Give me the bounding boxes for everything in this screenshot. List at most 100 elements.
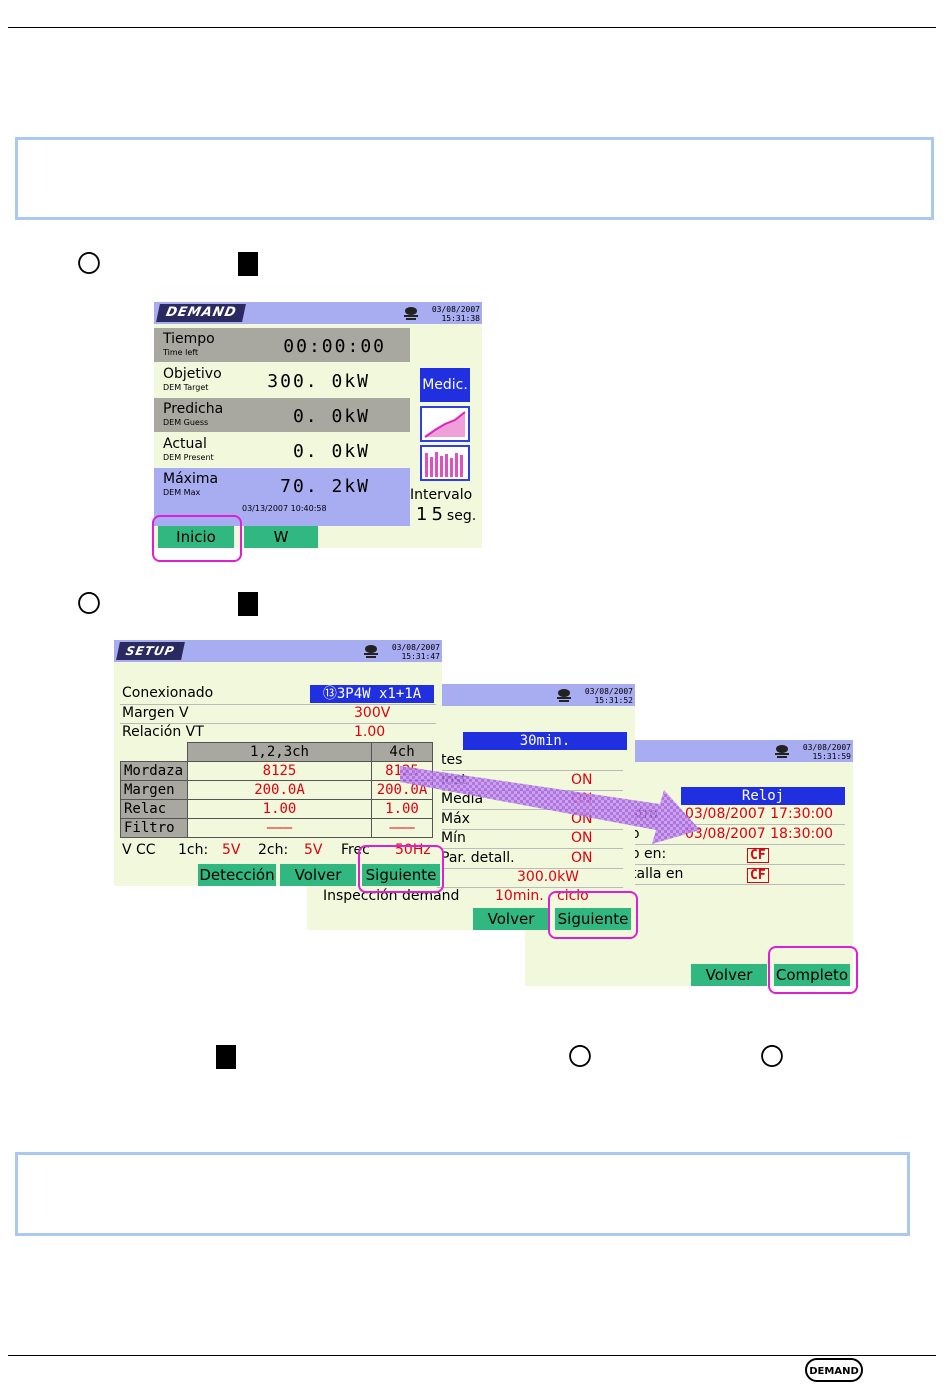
table-row-label: Filtro [120,818,188,838]
card-icon [364,645,378,658]
demand-row-label: Tiempo [163,331,215,347]
setup2-row-label: Mín [441,830,466,846]
card-icon [557,689,571,702]
setup2-datetime: 03/08/2007 15:31:52 [579,687,633,705]
setup2-row-label: Máx [441,810,470,827]
relacion-vt-value[interactable]: 1.00 [354,724,386,740]
demand-row-label: Objetivo [163,366,222,382]
step-marker-2: 〇 [77,590,101,618]
vcc-label: V CC [122,842,156,858]
setup1-next-button[interactable]: Siguiente [362,864,440,886]
demand-datetime: 03/08/2007 15:31:38 [426,305,480,323]
setup1-back-button[interactable]: Volver [280,864,356,886]
black-square-2 [238,592,258,616]
table-cell-123ch[interactable]: 1.00 [187,799,372,819]
setup3-selected[interactable]: Reloj [681,787,845,805]
divider [629,844,845,845]
setup2-back-button[interactable]: Volver [473,908,549,930]
side-button-medic[interactable]: Medic. [420,368,470,402]
time-text: 15:31:52 [594,696,633,705]
date-text: 03/08/2007 [391,643,440,652]
demand-row-value: 0. 0kW [292,441,370,462]
setup-logo: SETUP [116,642,185,660]
demand-row-sublabel: DEM Present [163,453,214,462]
setup2-row-label: Par. detall. [441,849,515,866]
footer-demand-logo: DEMAND [805,1358,863,1382]
trend-graph-icon[interactable] [420,406,470,442]
bar-graph-icon[interactable] [420,445,470,481]
setup1-datetime: 03/08/2007 15:31:47 [386,643,440,661]
divider [120,704,436,705]
ch1-value[interactable]: 5V [222,842,241,858]
date-text: 03/08/2007 [431,305,480,314]
start-button[interactable]: Inicio [158,526,234,548]
table-row-label: Margen A [120,780,188,816]
cf-badge[interactable]: CF [747,848,769,863]
step-marker-3: 〇 [568,1043,592,1071]
black-square-3 [216,1045,236,1069]
divider [437,828,623,830]
demand-row-value: 300. 0kW [267,371,370,392]
divider [120,723,436,724]
table-row-label: Mordaza [120,761,188,781]
note-box-top [15,137,934,220]
interval-value-row: 15seg. [416,504,476,525]
setup3-row-value[interactable]: 03/08/2007 18:30:00 [685,826,834,842]
interval-unit: seg. [446,508,477,524]
setup3-datetime: 03/08/2007 15:31:59 [797,743,851,761]
date-text: 03/08/2007 [584,687,633,696]
table-cell-123ch[interactable]: 200.0A [187,780,372,800]
cf-badge[interactable]: CF [747,868,769,883]
setup2-row-value[interactable]: ON [571,771,593,788]
time-text: 15:31:47 [401,652,440,661]
setup2-next-highlight [548,891,638,939]
demand-row-sublabel: DEM Target [163,383,209,392]
w-button[interactable]: W [244,526,318,548]
top-rule [8,27,936,28]
table-cell-4ch[interactable]: ——— [371,818,433,838]
setup3-row-value[interactable]: 03/08/2007 17:30:00 [685,806,834,822]
ch1-label: 1ch: [178,842,209,858]
max-timestamp: 03/13/2007 10:40:58 [242,504,327,513]
setup3-row-label: o [631,826,640,842]
demand-row-label: Predicha [163,401,224,417]
card-icon [404,307,418,320]
time-text: 15:31:59 [812,752,851,761]
complete-button[interactable]: Completo [774,964,850,986]
divider [437,887,623,888]
bottom-rule [8,1355,936,1356]
date-text: 03/08/2007 [802,743,851,752]
black-square-1 [238,252,258,276]
setup2-row-value[interactable]: 300.0kW [517,869,580,885]
setup2-row-value[interactable]: ON [571,830,593,846]
setup2-next-button[interactable]: Siguiente [555,908,631,930]
margen-v-value[interactable]: 300V [354,705,391,721]
relacion-vt-label: Relación VT [122,724,204,740]
table-header-4ch: 4ch [371,742,433,762]
step-marker-4: 〇 [760,1043,784,1071]
divider [629,884,845,885]
table-cell-123ch[interactable]: ——— [187,818,372,838]
table-row-label: Relac CT [120,799,188,835]
divider [629,824,845,825]
conexionado-value[interactable]: ⑬3P4W x1+1A [310,685,434,703]
detection-button[interactable]: Detección [198,864,276,886]
table-cell-123ch[interactable]: 8125 [187,761,372,781]
table-header-123ch: 1,2,3ch [187,742,372,762]
divider [437,809,623,810]
inspection-value: 10min. [495,888,544,904]
margen-v-label: Margen V [122,705,189,721]
setup2-row-value[interactable]: ON [571,849,593,866]
interval-label: Intervalo [410,487,473,503]
ch2-value[interactable]: 5V [304,842,323,858]
demand-logo: DEMAND [156,304,247,322]
demand-titlebar: DEMAND 03/08/2007 15:31:38 [154,302,482,324]
setup2-selected[interactable]: 30min. [463,732,627,750]
divider [437,848,623,849]
setup3-row-label: talla en [631,866,684,882]
start-button-highlight [152,515,242,562]
setup3-back-button[interactable]: Volver [691,964,767,986]
